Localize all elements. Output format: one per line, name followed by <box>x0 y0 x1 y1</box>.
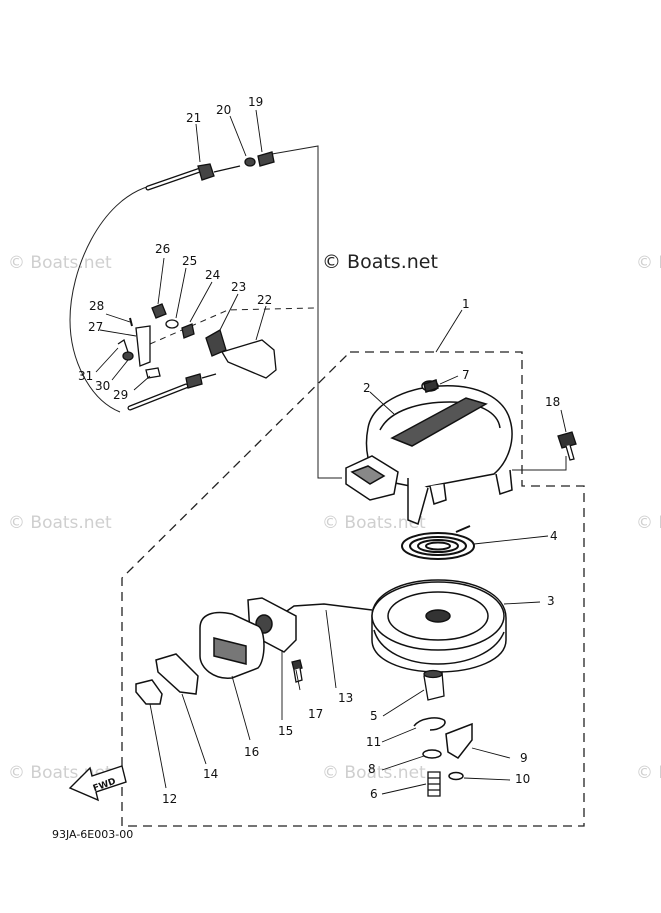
callout-17: 17 <box>308 707 323 721</box>
callout-24: 24 <box>205 268 220 282</box>
callout-16: 16 <box>244 745 259 759</box>
callout-30: 30 <box>95 379 110 393</box>
callout-31: 31 <box>78 369 93 383</box>
washer-30 <box>122 351 134 361</box>
callout-13: 13 <box>338 691 353 705</box>
starter-pulley-3 <box>371 579 507 673</box>
callout-26: 26 <box>155 242 170 256</box>
callout-21: 21 <box>186 111 201 125</box>
spring-5 <box>423 669 445 701</box>
callout-22: 22 <box>257 293 272 307</box>
watermark-main: © Boats.net <box>322 251 438 273</box>
callout-27: 27 <box>88 320 103 334</box>
watermark-center-mid: © Boats.net <box>322 513 426 533</box>
callout-3: 3 <box>547 594 555 608</box>
callout-labels: 1 2 3 4 5 6 7 8 9 10 11 12 13 14 15 16 1… <box>78 95 560 806</box>
callout-20: 20 <box>216 103 231 117</box>
watermark-right-bottom: © Boats.net <box>636 763 661 783</box>
callout-6: 6 <box>370 787 378 801</box>
callout-25: 25 <box>182 254 197 268</box>
bolt-17 <box>291 659 303 683</box>
bolt-26 <box>151 303 167 319</box>
callout-2: 2 <box>363 381 371 395</box>
washer-25 <box>165 319 179 329</box>
rope-stopper-12 <box>135 679 163 705</box>
screw-29 <box>145 367 161 379</box>
callout-1: 1 <box>462 297 470 311</box>
bolt-18 <box>557 431 577 461</box>
callout-18: 18 <box>545 395 560 409</box>
bolt-6 <box>427 771 441 797</box>
watermark-left-mid: © Boats.net <box>8 513 112 533</box>
starter-housing <box>345 379 513 526</box>
clip-11 <box>413 717 446 731</box>
callout-23: 23 <box>231 280 246 294</box>
callout-4: 4 <box>550 529 558 543</box>
nut-20 <box>244 157 256 167</box>
bushing-24 <box>181 323 195 339</box>
callout-15: 15 <box>278 724 293 738</box>
watermark-right-mid: © Boats.net <box>636 513 661 533</box>
start-in-gear-linkage <box>117 151 277 411</box>
washer-8 <box>422 749 442 759</box>
assembly-boundary-dashed <box>121 351 585 827</box>
callout-29: 29 <box>113 388 128 402</box>
bracket-22 <box>221 339 277 379</box>
callout-8: 8 <box>368 762 376 776</box>
diagram-code: 93JA-6E003-00 <box>52 828 133 841</box>
watermark-group: © Boats.net © Boats.net © Boats.net © Bo… <box>8 251 661 783</box>
lever-23 <box>205 329 227 357</box>
leader-lines <box>95 109 567 795</box>
recoil-spring-4 <box>401 525 475 560</box>
washer-10 <box>448 771 464 781</box>
callout-10: 10 <box>515 772 530 786</box>
callout-28: 28 <box>89 299 104 313</box>
cable-end-21 <box>197 163 215 181</box>
cap-19 <box>257 151 275 167</box>
callout-11: 11 <box>366 735 381 749</box>
drive-pawl-9 <box>445 722 473 759</box>
callout-7: 7 <box>462 368 470 382</box>
starter-handle-16 <box>199 611 265 679</box>
callout-12: 12 <box>162 792 177 806</box>
pin-28 <box>129 317 133 327</box>
callout-5: 5 <box>370 709 378 723</box>
handle-grip-14 <box>155 653 199 695</box>
link-rod-27 <box>135 325 151 367</box>
callout-19: 19 <box>248 95 263 109</box>
callout-14: 14 <box>203 767 218 781</box>
cable-routing-lines <box>69 145 567 479</box>
watermark-right-top: © Boats.net <box>636 253 661 273</box>
callout-9: 9 <box>520 751 528 765</box>
watermark-left-top: © Boats.net <box>8 253 112 273</box>
watermark-center-bottom: © Boats.net <box>322 763 426 783</box>
clip-31 <box>117 338 129 353</box>
